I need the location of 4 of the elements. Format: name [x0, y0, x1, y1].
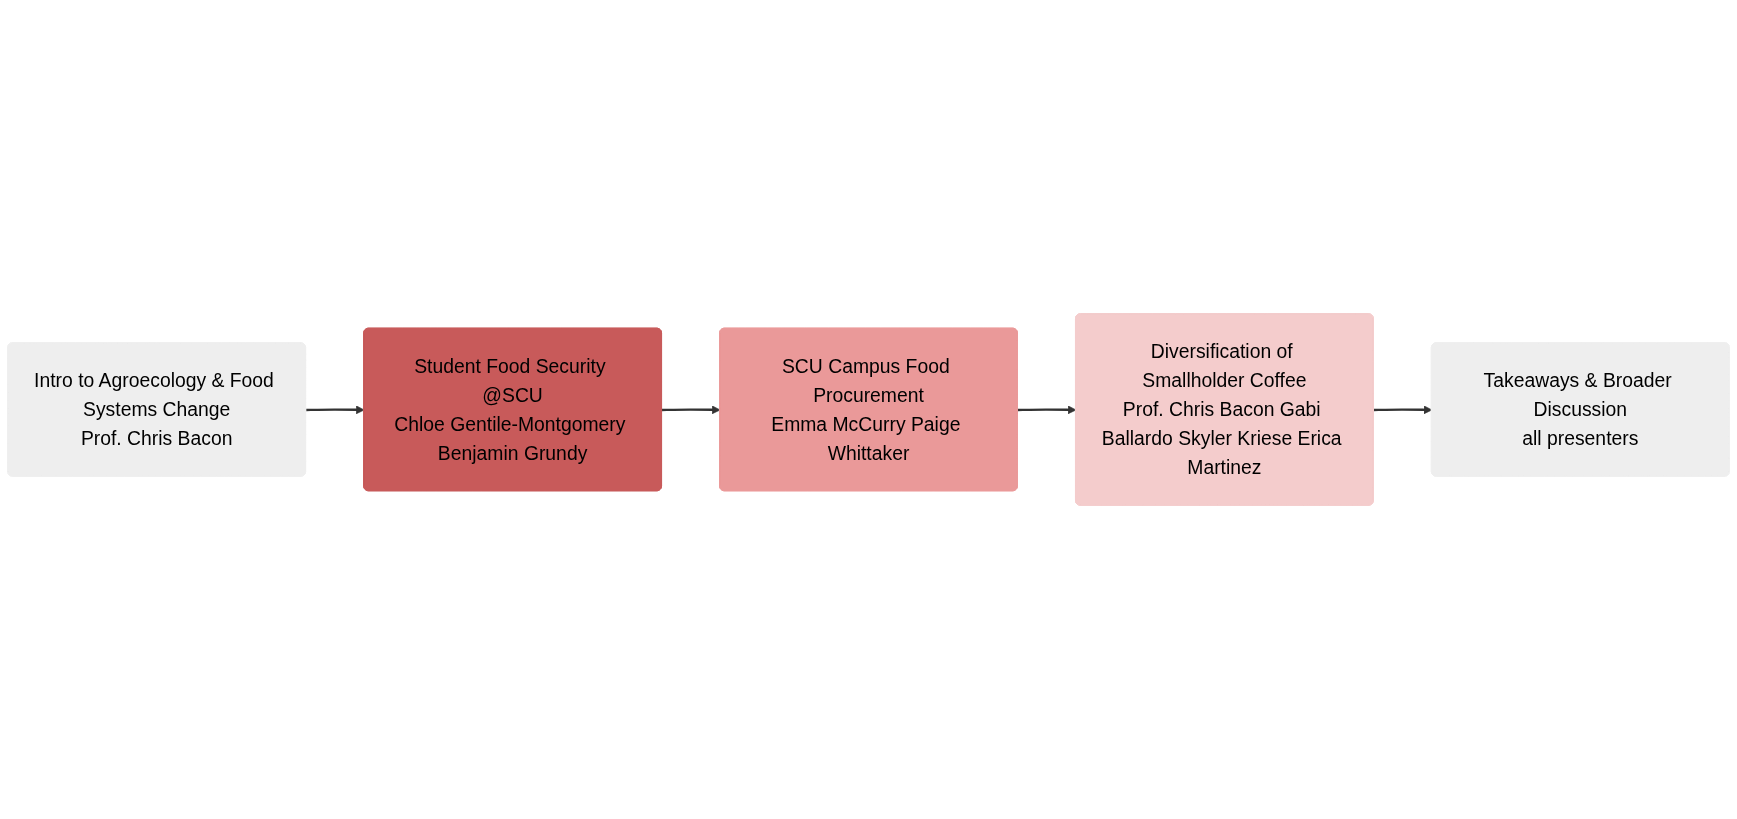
- arrow: [1017, 405, 1077, 415]
- arrow: [306, 405, 365, 415]
- arrow: [662, 405, 721, 415]
- arrow: [1373, 405, 1433, 415]
